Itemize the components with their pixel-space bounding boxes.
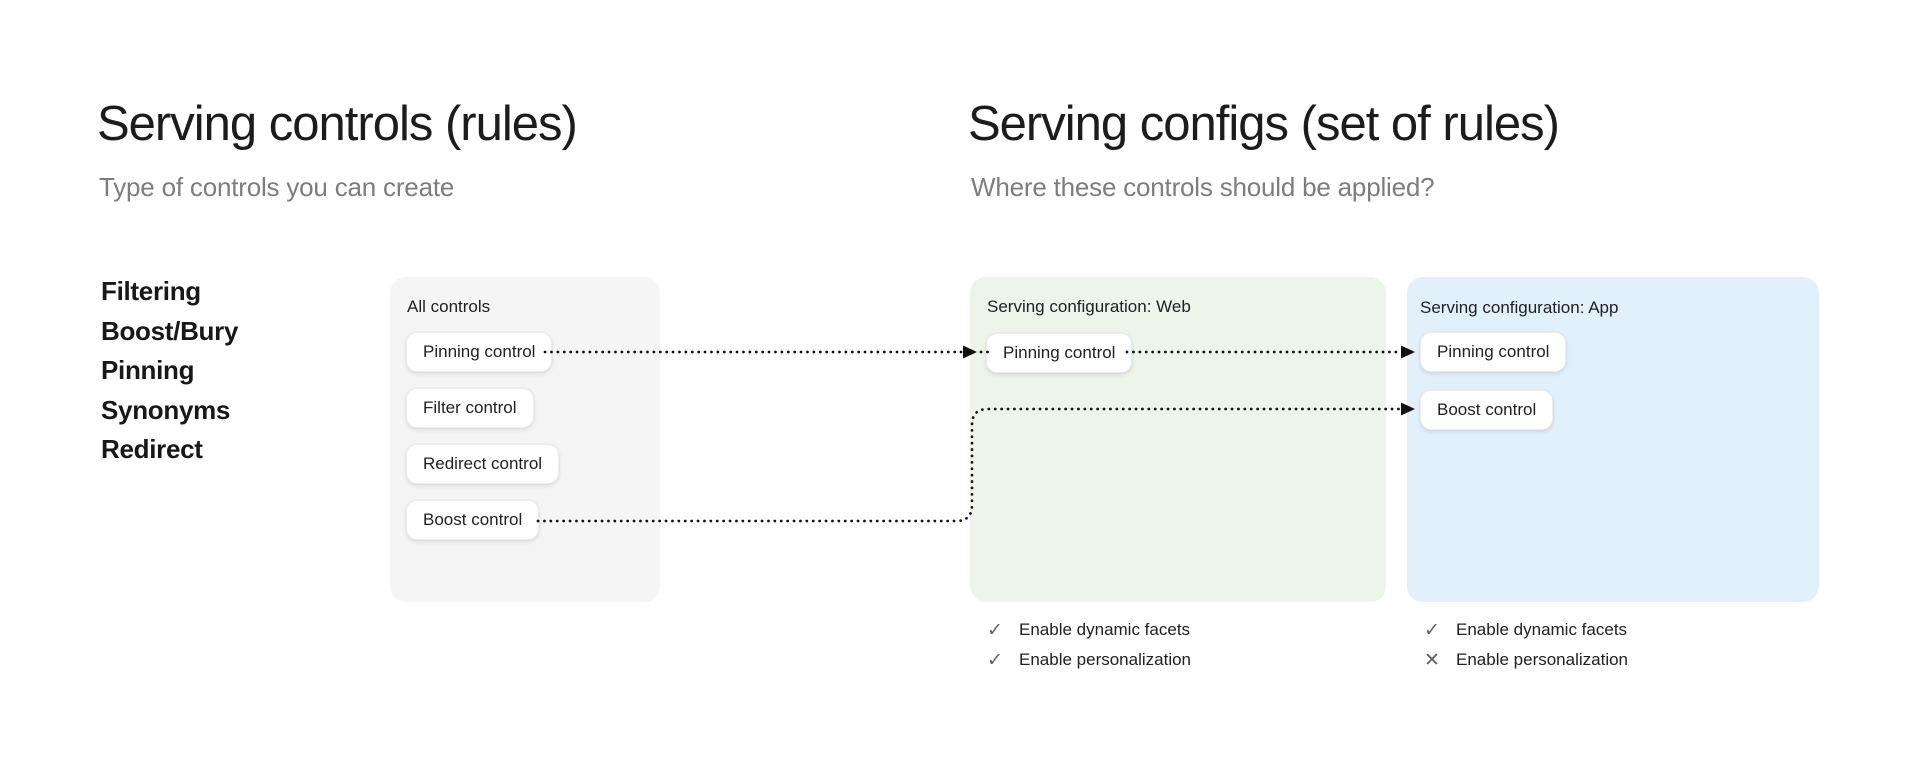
control-type-pinning: Pinning [101,355,195,385]
control-type-redirect: Redirect [101,434,203,464]
feature-label: Enable personalization [1019,650,1192,669]
all-controls-redirect-chip: Redirect control [406,444,560,484]
right-title: Serving configs (set of rules) [968,97,1560,151]
app-card-label: Serving configuration: App [1420,298,1619,317]
web-feature-checklist: ✓ Enable dynamic facets ✓ Enable persona… [987,618,1191,678]
feature-label: Enable dynamic facets [1019,620,1191,639]
app-dynamic-facets-row: ✓ Enable dynamic facets [1424,618,1628,642]
control-type-filtering: Filtering [101,276,201,306]
control-type-boost-bury: Boost/Bury [101,315,239,346]
app-feature-checklist: ✓ Enable dynamic facets ✕ Enable persona… [1424,618,1628,678]
feature-label: Enable dynamic facets [1456,620,1628,639]
app-boost-chip: Boost control [1420,390,1554,430]
all-controls-pinning-chip: Pinning control [406,332,553,372]
serving-config-web-card: Serving configuration: Web Pinning contr… [970,277,1386,602]
app-personalization-row: ✕ Enable personalization [1424,648,1628,672]
control-type-synonyms: Synonyms [101,394,231,425]
left-subtitle: Type of controls you can create [99,172,455,202]
web-dynamic-facets-row: ✓ Enable dynamic facets [987,618,1191,642]
app-pinning-chip: Pinning control [1420,332,1567,372]
all-controls-card-label: All controls [407,297,491,316]
all-controls-card: All controls Pinning control Filter cont… [390,277,660,602]
all-controls-filter-chip: Filter control [406,388,534,428]
control-type-list: Filtering Boost/Bury Pinning Synonyms Re… [101,272,238,470]
left-title: Serving controls (rules) [97,97,578,151]
cross-icon: ✕ [1424,649,1440,671]
serving-config-app-card: Serving configuration: App Pinning contr… [1407,277,1819,602]
feature-label: Enable personalization [1456,650,1629,669]
web-personalization-row: ✓ Enable personalization [987,648,1191,672]
web-card-label: Serving configuration: Web [987,297,1191,316]
check-icon: ✓ [1424,619,1440,641]
check-icon: ✓ [987,619,1003,641]
all-controls-boost-chip: Boost control [406,500,540,540]
web-pinning-chip: Pinning control [986,333,1133,373]
check-icon: ✓ [987,649,1003,671]
right-subtitle: Where these controls should be applied? [971,172,1435,202]
